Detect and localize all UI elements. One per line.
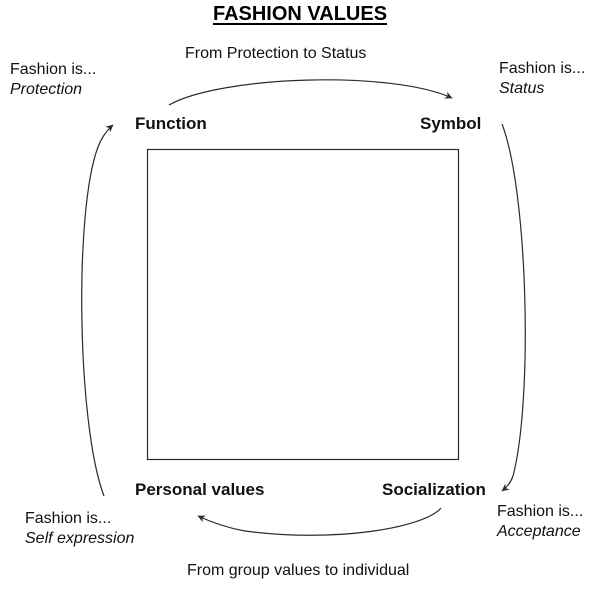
- note-value: Acceptance: [497, 523, 581, 540]
- arrow-function-to-symbol: [168, 79, 453, 106]
- matrix-square: [146, 148, 460, 461]
- caption-top: From Protection to Status: [185, 45, 367, 62]
- note-intro: Fashion is...: [499, 60, 586, 77]
- note-top-left: Fashion is... Protection: [10, 60, 96, 100]
- page-title: FASHION VALUES: [212, 3, 388, 25]
- note-bottom-right: Fashion is... Acceptance: [497, 502, 583, 542]
- label-symbol: Symbol: [420, 114, 482, 133]
- label-function: Function: [135, 114, 207, 133]
- note-bottom-left: Fashion is... Self expression: [25, 509, 134, 549]
- caption-bottom: From group values to individual: [187, 562, 410, 579]
- label-socialization: Socialization: [382, 480, 486, 499]
- note-intro: Fashion is...: [10, 61, 97, 78]
- note-intro: Fashion is...: [497, 503, 584, 520]
- note-value: Protection: [10, 81, 83, 98]
- note-top-right: Fashion is... Status: [499, 59, 585, 99]
- label-personal-values: Personal values: [135, 480, 265, 499]
- arrow-personal-values-to-function: [81, 124, 114, 497]
- arrow-symbol-to-socialization: [501, 123, 526, 492]
- arrow-socialization-to-personal-values: [197, 507, 442, 536]
- note-value: Self expression: [25, 530, 135, 547]
- note-value: Status: [499, 80, 545, 97]
- note-intro: Fashion is...: [25, 510, 112, 527]
